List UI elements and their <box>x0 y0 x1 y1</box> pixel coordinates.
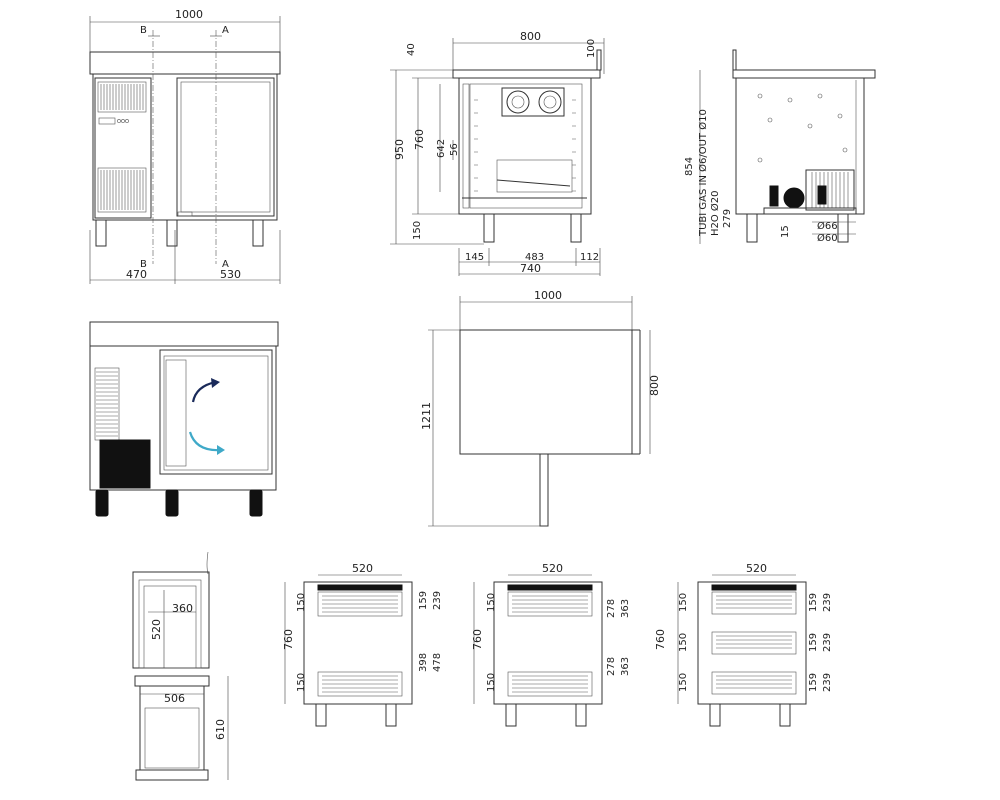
drawer-view-2: 520 760 150 150 278 363 278 363 <box>471 562 631 727</box>
h2o-label: H2O Ø20 <box>709 190 721 236</box>
drawer-view-1: 520 760 150 150 159 239 398 478 <box>282 562 443 727</box>
small-height-label: 15 <box>780 225 791 238</box>
d3-h1: 150 <box>678 593 689 612</box>
h2o-height-label: 279 <box>722 209 733 228</box>
grill-bottom <box>97 167 147 213</box>
inner-small-label: 56 <box>449 143 460 156</box>
d3-h3: 239 <box>822 593 833 612</box>
section-a-bottom: A <box>222 259 229 270</box>
drawer-view-3: 520 760 150 150 150 159 239 159 239 159 … <box>654 562 833 727</box>
d3-tray-width: 520 <box>746 562 767 575</box>
door-open-depth-label: 1211 <box>420 402 433 430</box>
d2-h5: 278 <box>606 657 617 676</box>
d1-tray-width: 520 <box>352 562 373 575</box>
inner-height-label: 642 <box>436 139 447 158</box>
base-depth-label: 740 <box>520 262 541 275</box>
body-height-label: 760 <box>413 129 426 150</box>
d3-h5: 159 <box>808 633 819 652</box>
d3-h2: 159 <box>808 593 819 612</box>
grill-top <box>97 81 147 113</box>
d1-body-height: 760 <box>282 629 295 650</box>
d2-h4: 150 <box>486 673 497 692</box>
d2-h2: 278 <box>606 599 617 618</box>
left-offset-label: 145 <box>465 252 484 263</box>
d1-h3: 239 <box>432 591 443 610</box>
plan-width-label: 1000 <box>534 289 562 302</box>
d3-h6: 239 <box>822 633 833 652</box>
right-offset-label: 112 <box>580 252 599 263</box>
gas-height-label: 854 <box>684 157 695 176</box>
inner-width-label: 483 <box>525 252 544 263</box>
gas-label: TUBI GAS IN Ø6/OUT Ø10 <box>697 109 709 237</box>
plan-view: 1000 800 1211 <box>420 289 661 527</box>
front-width-label: 1000 <box>175 8 203 21</box>
side-section-view: 800 950 760 40 100 642 56 1 <box>390 30 605 276</box>
grill-side <box>94 367 120 441</box>
frame-height-label: 610 <box>214 719 227 740</box>
d2-tray-width: 520 <box>542 562 563 575</box>
pipe-60-label: Ø60 <box>817 232 838 244</box>
section-b-bottom: B <box>140 259 147 270</box>
d2-h3: 363 <box>620 599 631 618</box>
tray-depth-label: 360 <box>172 602 193 615</box>
leg-height-label: 150 <box>412 221 423 240</box>
side-depth-label: 800 <box>520 30 541 43</box>
d2-h6: 363 <box>620 657 631 676</box>
backsplash-label: 100 <box>586 39 597 58</box>
d3-h9: 239 <box>822 673 833 692</box>
frame-width-label: 506 <box>164 692 185 705</box>
open-door-view <box>89 321 279 517</box>
d3-body-height: 760 <box>654 629 667 650</box>
top-thickness-label: 40 <box>406 43 417 56</box>
d1-h4: 150 <box>296 673 307 692</box>
d3-h8: 159 <box>808 673 819 692</box>
d1-h2: 159 <box>418 591 429 610</box>
plan-depth-label: 800 <box>648 375 661 396</box>
right-width-label: 530 <box>220 268 241 281</box>
section-b-top: B <box>140 25 147 36</box>
left-width-label: 470 <box>126 268 147 281</box>
rear-view: TUBI GAS IN Ø6/OUT Ø10 854 H2O Ø20 279 1… <box>684 49 876 244</box>
pipe-66-label: Ø66 <box>817 220 838 232</box>
d3-h7: 150 <box>678 673 689 692</box>
tray-frame-view: 360 520 506 610 <box>132 551 229 781</box>
d2-body-height: 760 <box>471 629 484 650</box>
tray-depth-2-label: 520 <box>150 619 163 640</box>
total-height-label: 950 <box>393 139 406 160</box>
d3-h4: 150 <box>678 633 689 652</box>
d1-h1: 150 <box>296 593 307 612</box>
d1-h6: 478 <box>432 653 443 672</box>
section-a-top: A <box>222 25 229 36</box>
d2-h1: 150 <box>486 593 497 612</box>
front-view: 1000 B A B <box>89 8 281 284</box>
d1-h5: 398 <box>418 653 429 672</box>
